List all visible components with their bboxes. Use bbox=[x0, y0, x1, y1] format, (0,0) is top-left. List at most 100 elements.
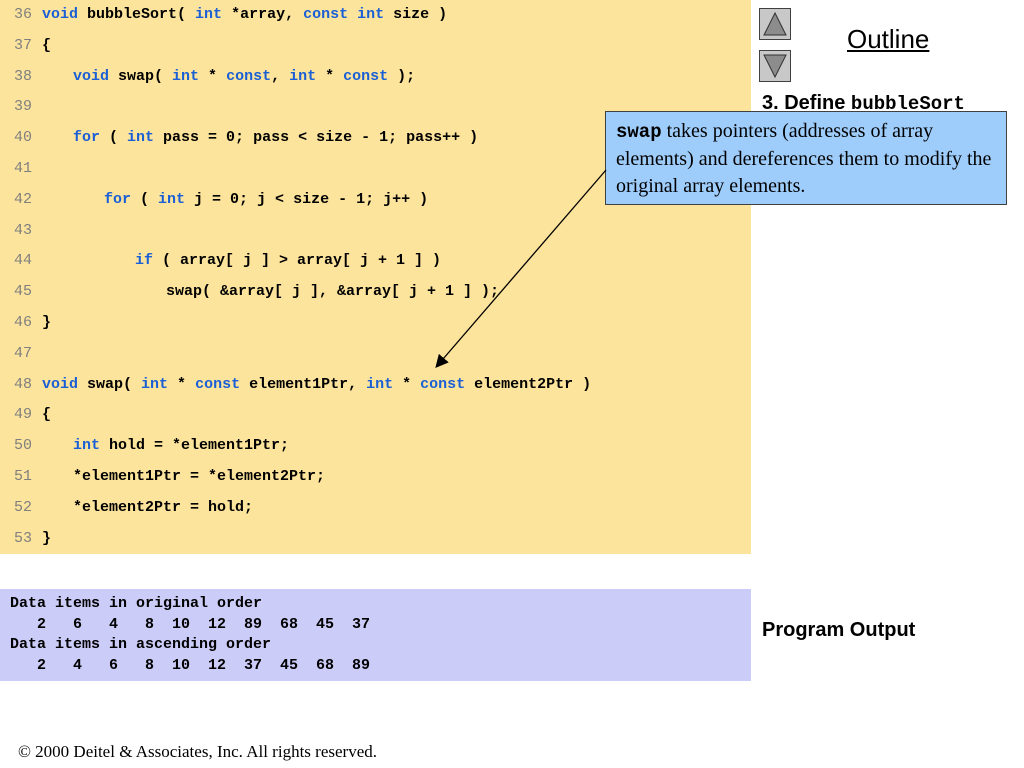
swap-callout: swap takes pointers (addresses of array … bbox=[605, 111, 1007, 205]
keyword-token: int bbox=[127, 129, 155, 147]
code-token: ); bbox=[388, 67, 416, 85]
line-number: 42 bbox=[13, 190, 32, 208]
line-number: 53 bbox=[13, 529, 32, 547]
code-line: 41 bbox=[0, 154, 42, 184]
code-text: *element1Ptr = *element2Ptr; bbox=[42, 468, 325, 485]
keyword-token: int bbox=[73, 437, 101, 455]
line-number: 45 bbox=[13, 283, 32, 301]
keyword-token: const bbox=[226, 67, 272, 85]
code-line: 50 int hold = *element1Ptr; bbox=[0, 431, 289, 461]
callout-text: takes pointers (addresses of array eleme… bbox=[616, 120, 992, 197]
define-prefix: 3. Define bbox=[762, 92, 851, 114]
code-line: 43 bbox=[0, 216, 42, 246]
code-line: 40 for ( int pass = 0; pass < size - 1; p… bbox=[0, 123, 478, 153]
line-number: 47 bbox=[13, 344, 32, 362]
code-token: swap( bbox=[109, 67, 173, 85]
code-line: 51 *element1Ptr = *element2Ptr; bbox=[0, 462, 325, 492]
code-token: swap( bbox=[78, 375, 142, 393]
keyword-token: void bbox=[42, 6, 79, 23]
code-token: element1Ptr, bbox=[240, 375, 367, 393]
line-number: 52 bbox=[13, 498, 32, 516]
previous-slide-button[interactable] bbox=[759, 8, 791, 40]
code-token: bubbleSort( bbox=[78, 6, 196, 23]
keyword-token: const bbox=[420, 375, 466, 393]
code-text: void bubbleSort( int *array, const int s… bbox=[42, 6, 447, 23]
keyword-token: for bbox=[104, 190, 132, 208]
triangle-down-icon bbox=[763, 54, 787, 79]
keyword-token: for bbox=[73, 129, 101, 147]
line-number: 38 bbox=[13, 67, 32, 85]
code-token: hold = *element1Ptr; bbox=[100, 437, 290, 455]
code-line: 49{ bbox=[0, 400, 51, 430]
line-number: 39 bbox=[13, 98, 32, 116]
line-number: 43 bbox=[13, 221, 32, 239]
line-number: 48 bbox=[13, 375, 32, 393]
outline-link[interactable]: Outline bbox=[847, 24, 930, 54]
keyword-token: int bbox=[158, 190, 186, 208]
code-token: } bbox=[42, 314, 52, 331]
code-text: } bbox=[42, 314, 51, 331]
code-text: for ( int pass = 0; pass < size - 1; pas… bbox=[42, 129, 478, 146]
code-line: 47 bbox=[0, 339, 42, 369]
line-number: 37 bbox=[13, 36, 32, 54]
keyword-token: int bbox=[357, 6, 385, 23]
code-text: int hold = *element1Ptr; bbox=[42, 437, 289, 454]
code-text: for ( int j = 0; j < size - 1; j++ ) bbox=[42, 191, 428, 208]
keyword-token: int bbox=[141, 375, 169, 393]
keyword-token: int bbox=[195, 6, 223, 23]
code-text: { bbox=[42, 406, 51, 423]
code-line: 44 if ( array[ j ] > array[ j + 1 ] ) bbox=[0, 246, 441, 276]
code-text: void swap( int * const element1Ptr, int … bbox=[42, 376, 591, 393]
output-line: 2 4 6 8 10 12 37 45 68 89 bbox=[10, 656, 371, 674]
code-text: void swap( int * const, int * const ); bbox=[42, 68, 415, 85]
code-text: *element2Ptr = hold; bbox=[42, 499, 253, 516]
output-line: Data items in original order bbox=[10, 595, 263, 612]
keyword-token: void bbox=[73, 67, 110, 85]
code-token: size ) bbox=[384, 6, 448, 23]
code-token: ( bbox=[131, 190, 159, 208]
code-line: 39 bbox=[0, 92, 42, 122]
code-line: 53} bbox=[0, 524, 51, 554]
code-token: * bbox=[316, 67, 344, 85]
program-output-panel: Data items in original order 2 6 4 8 10 … bbox=[0, 589, 751, 681]
code-token: { bbox=[42, 406, 52, 424]
code-token bbox=[348, 6, 357, 23]
line-number: 44 bbox=[13, 252, 32, 270]
code-token: ( bbox=[100, 129, 128, 147]
code-text: if ( array[ j ] > array[ j + 1 ] ) bbox=[42, 252, 441, 269]
line-number: 41 bbox=[13, 160, 32, 177]
keyword-token: const bbox=[195, 375, 241, 393]
code-token: *array, bbox=[222, 6, 304, 23]
code-line: 45 swap( &array[ j ], &array[ j + 1 ] ); bbox=[0, 277, 499, 307]
code-token: } bbox=[42, 529, 52, 547]
code-text: swap( &array[ j ], &array[ j + 1 ] ); bbox=[42, 283, 499, 300]
code-token: ( array[ j ] > array[ j + 1 ] ) bbox=[153, 252, 442, 270]
output-line: 2 6 4 8 10 12 89 68 45 37 bbox=[10, 615, 371, 633]
code-line: 38 void swap( int * const, int * const ); bbox=[0, 62, 415, 92]
code-token: pass = 0; pass < size - 1; pass++ ) bbox=[154, 129, 479, 147]
code-token: { bbox=[42, 36, 52, 54]
code-text: } bbox=[42, 530, 51, 547]
code-token: * bbox=[168, 375, 196, 393]
code-token: * bbox=[199, 67, 227, 85]
code-line: 37 { bbox=[0, 31, 51, 61]
keyword-token: int bbox=[366, 375, 394, 393]
define-bubblesort-label: 3. Define bubbleSort bbox=[762, 92, 965, 115]
keyword-token: void bbox=[42, 375, 79, 393]
line-number: 51 bbox=[13, 468, 32, 485]
keyword-token: if bbox=[135, 252, 154, 270]
line-number: 46 bbox=[13, 314, 32, 331]
line-number: 50 bbox=[13, 437, 32, 455]
line-number: 40 bbox=[13, 129, 32, 147]
next-slide-button[interactable] bbox=[759, 50, 791, 82]
keyword-token: const bbox=[303, 6, 349, 23]
code-line: 42 for ( int j = 0; j < size - 1; j++ ) bbox=[0, 185, 428, 215]
callout-code: swap bbox=[616, 121, 662, 143]
define-code: bubbleSort bbox=[850, 93, 965, 115]
output-line: Data items in ascending order bbox=[10, 636, 272, 653]
program-output-label: Program Output bbox=[762, 619, 916, 641]
triangle-up-icon bbox=[763, 11, 787, 36]
code-line: 52 *element2Ptr = hold; bbox=[0, 493, 253, 523]
